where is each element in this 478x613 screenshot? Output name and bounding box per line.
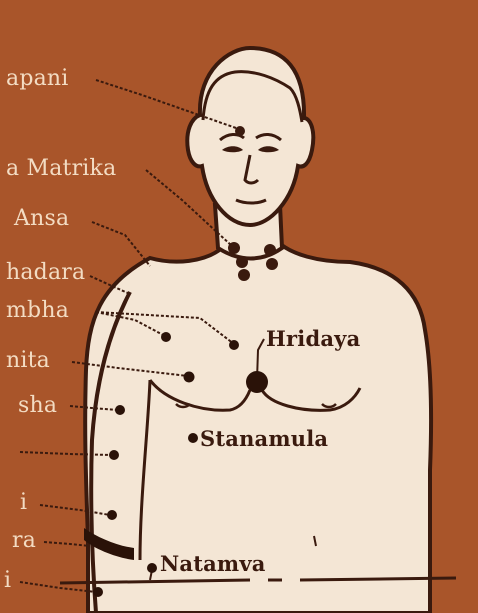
neck-point-5 [266, 258, 278, 270]
point-arm-2 [109, 450, 119, 460]
point-arm-4 [93, 587, 103, 597]
label-hadara: hadara [6, 262, 85, 284]
label-apani: apani [6, 68, 69, 90]
leader-line-3 [92, 222, 150, 266]
leader-line-10 [44, 542, 90, 546]
label-stanamula: Stanamula [200, 428, 328, 450]
label-hridaya: Hridaya [266, 328, 360, 350]
point-sha [115, 405, 125, 415]
label-natamva: Natamva [160, 553, 266, 575]
point-hridaya [246, 371, 268, 393]
waist-line-dash-2 [300, 578, 456, 580]
point-hridaya-minor [229, 340, 239, 350]
label-mbha: mbha [6, 300, 69, 322]
label-i-upper: i [20, 492, 27, 514]
neck-point-4 [264, 244, 276, 256]
label-i-lower: i [4, 570, 11, 592]
neck-point-3 [238, 269, 250, 281]
point-arm-3 [107, 510, 117, 520]
label-nita: nita [6, 350, 50, 372]
point-nita [184, 372, 195, 383]
neck-point-2 [236, 256, 248, 268]
label-ansa: Ansa [14, 208, 69, 230]
label-ra: ra [12, 530, 36, 552]
forehead-point [235, 126, 245, 136]
point-natamva [147, 563, 157, 573]
label-sha: sha [18, 395, 57, 417]
point-stanamula [188, 433, 198, 443]
label-matrika: a Matrika [6, 158, 116, 180]
point-mbha [161, 332, 171, 342]
head [187, 48, 313, 225]
